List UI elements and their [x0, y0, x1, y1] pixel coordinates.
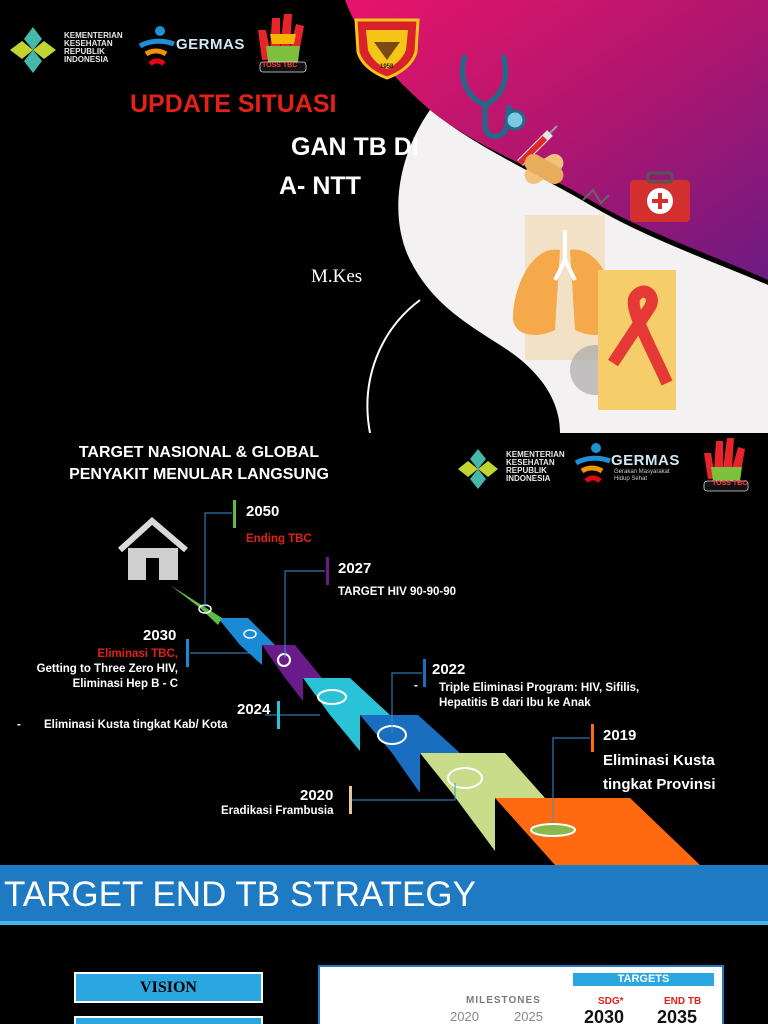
milestone-text-2022: Triple Eliminasi Program: HIV, Sifilis, …	[439, 682, 640, 709]
house-icon	[117, 517, 188, 580]
timeline-graphic	[117, 500, 700, 865]
end-tb-strategy-slide: TARGET END TB STRATEGY VISION TARGETS MI…	[0, 865, 768, 1024]
slide3-header-bar	[0, 865, 768, 921]
slide1-subtitle-line1: GAN TB DI	[291, 133, 419, 161]
milestone-year-2020: 2020	[450, 1009, 479, 1024]
chevron-2050	[170, 585, 222, 625]
targets-header: TARGETS	[573, 973, 714, 986]
germas-logo-text: GERMAS	[176, 36, 245, 53]
targets-panel: TARGETS MILESTONES 2020 2025 SDG* 2030 E…	[318, 965, 724, 1024]
milestone-year-2022: 2022	[432, 661, 466, 678]
germas-logo-icon	[138, 26, 175, 66]
sdg-year: 2030	[584, 1007, 625, 1024]
first-aid-kit-icon	[630, 171, 690, 222]
chevron-2024	[303, 678, 390, 751]
toss-tbc-logo-text: TOSS TBC	[262, 62, 298, 69]
kemenkes-logo-icon	[458, 449, 498, 489]
bandage-icon	[524, 154, 564, 184]
milestone-text-2019: Eliminasi Kusta tingkat Provinsi	[603, 752, 716, 793]
milestone-year-2019: 2019	[603, 727, 637, 744]
milestones-label: MILESTONES	[466, 995, 541, 1006]
milestone-year-2025: 2025	[514, 1009, 543, 1024]
toss-tbc-logo-icon	[703, 438, 749, 492]
kemenkes-logo-text: KEMENTERIAN KESEHATAN REPUBLIK INDONESIA	[506, 450, 565, 483]
pulse-line-icon	[582, 188, 610, 205]
kemenkes-logo-icon	[10, 27, 56, 73]
seal-year: 1958	[380, 64, 394, 70]
germas-logo-text: GERMAS	[611, 452, 680, 469]
vision-content-box	[74, 1016, 263, 1024]
milestone-text-2024: Eliminasi Kusta tingkat Kab/ Kota	[44, 719, 228, 731]
chevron-2022	[360, 715, 460, 793]
presenter-name: M.Kes	[311, 266, 363, 287]
milestone-text-2050: Ending TBC	[246, 533, 312, 545]
milestone-text-2030: Eliminasi TBC, Getting to Three Zero HIV…	[36, 648, 178, 690]
end-tb-label: END TB	[664, 996, 702, 1007]
syringe-icon	[517, 125, 558, 166]
chevron-2020	[420, 753, 545, 851]
slide2-title: TARGET NASIONAL & GLOBAL PENYAKIT MENULA…	[69, 444, 329, 483]
milestone-year-2030: 2030	[143, 627, 177, 644]
provincial-seal-icon	[354, 18, 420, 80]
sdg-label: SDG*	[598, 996, 624, 1007]
milestone-year-2020: 2020	[300, 787, 334, 804]
milestone-text-2020: Eradikasi Frambusia	[221, 805, 334, 817]
milestone-dash-2024: -	[17, 719, 21, 731]
milestone-text-2027: TARGET HIV 90-90-90	[338, 586, 457, 598]
chevron-2019	[495, 798, 700, 865]
kemenkes-logo-text: KEMENTERIAN KESEHATAN REPUBLIK INDONESIA	[64, 31, 123, 64]
chevron-2027	[262, 645, 322, 701]
toss-tbc-logo-text: TOSS TBC	[712, 480, 748, 487]
end-tb-year: 2035	[657, 1007, 698, 1024]
toss-tbc-logo-icon	[258, 14, 307, 73]
stethoscope-icon	[460, 54, 526, 139]
red-ribbon-icon	[607, 285, 673, 386]
milestone-dash-2022: -	[414, 680, 418, 692]
chevron-2030	[218, 618, 275, 665]
slide1-title: UPDATE SITUASI	[130, 90, 337, 118]
slide3-title: TARGET END TB STRATEGY	[4, 875, 476, 914]
germas-logo-icon	[574, 443, 611, 483]
title-slide: KEMENTERIAN KESEHATAN REPUBLIK INDONESIA…	[0, 0, 768, 433]
slide1-subtitle-line2: A- NTT	[279, 172, 361, 200]
milestone-year-2027: 2027	[338, 560, 372, 577]
vision-box: VISION	[74, 972, 263, 1003]
target-slide: TARGET NASIONAL & GLOBAL PENYAKIT MENULA…	[0, 433, 768, 865]
medical-illustration	[460, 54, 690, 410]
germas-tagline: Gerakan Masyarakat Hidup Sehat	[614, 469, 670, 482]
milestone-year-2024: 2024	[237, 701, 271, 718]
milestone-year-2050: 2050	[246, 503, 280, 520]
